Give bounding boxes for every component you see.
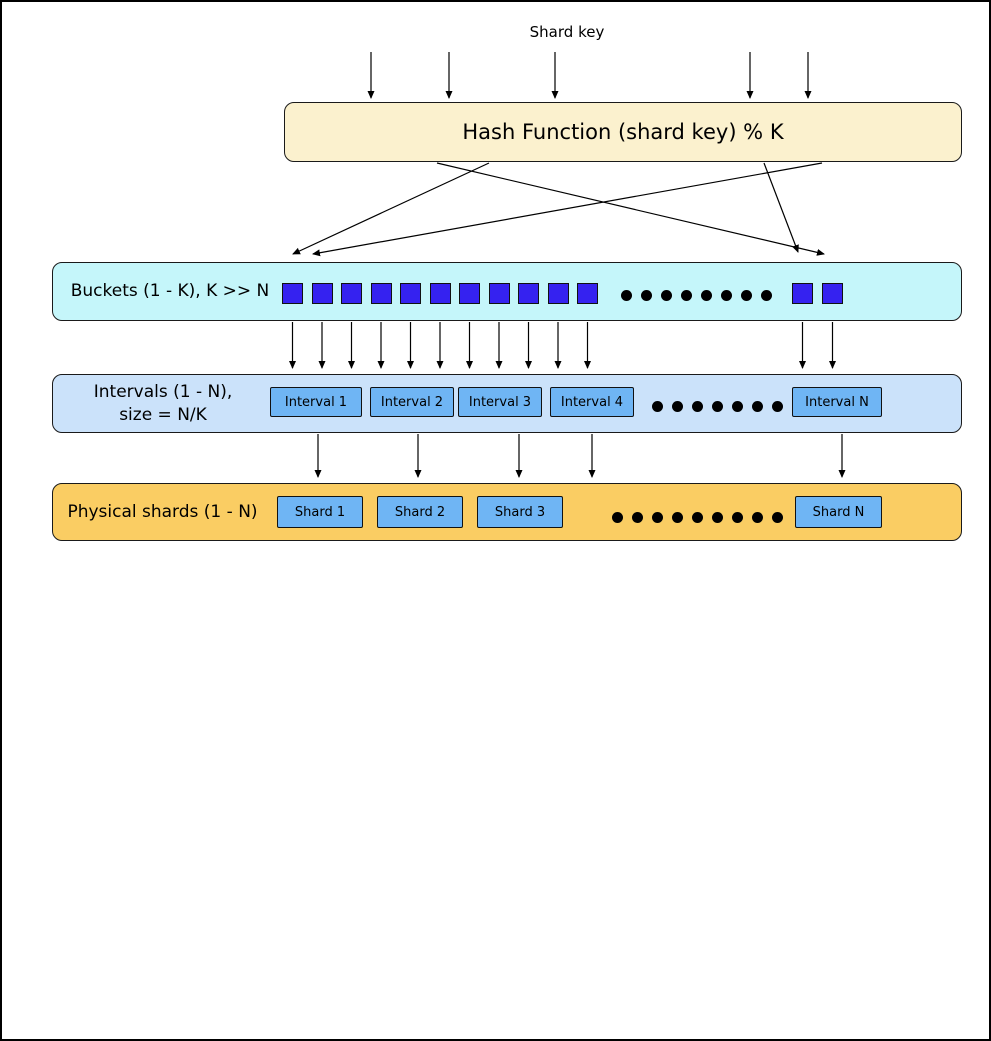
intervals-ellipsis-dot (731, 401, 743, 412)
shards-ellipsis-dot (631, 512, 643, 523)
interval-chip: Interval 3 (458, 387, 542, 417)
intervals-ellipsis-dot (751, 401, 763, 412)
shards-ellipsis-dot (611, 512, 623, 523)
shards-ellipsis-dot (691, 512, 703, 523)
arrow-hash-to-buckets (763, 162, 799, 253)
bucket-square (792, 283, 813, 304)
shards-ellipsis-dot (771, 512, 783, 523)
bucket-square (400, 283, 421, 304)
buckets-ellipsis-dot (660, 290, 672, 301)
buckets-ellipsis-dot (760, 290, 772, 301)
shard-chip: Shard 1 (277, 496, 363, 528)
bucket-square (429, 283, 451, 304)
interval-chip: Interval 4 (550, 387, 634, 417)
bucket-square (577, 283, 598, 304)
bucket-square (518, 283, 539, 304)
buckets-ellipsis-dot (700, 290, 712, 301)
arrow-hash-to-buckets (436, 162, 825, 256)
intervals-label-line1: Intervals (1 - N), (93, 382, 233, 403)
hash-function-box: Hash Function (shard key) % K (284, 102, 962, 162)
intervals-ellipsis-dot (671, 401, 683, 412)
bucket-square (822, 283, 843, 304)
intervals-ellipsis-dot (711, 401, 723, 412)
shards-ellipsis-dot (651, 512, 663, 523)
interval-chip: Interval 2 (370, 387, 454, 417)
buckets-ellipsis-dot (720, 290, 732, 301)
shard-chip: Shard 3 (477, 496, 563, 528)
shards-label-text: Physical shards (1 - N) (67, 501, 258, 522)
intervals-label-line2: size = N/K (119, 404, 207, 425)
bucket-square (341, 283, 362, 304)
shard-chip: Shard N (795, 496, 882, 528)
interval-chip: Interval N (792, 387, 882, 417)
buckets-label: Buckets (1 - K), K >> N (64, 262, 276, 321)
intervals-ellipsis-dot (771, 401, 783, 412)
buckets-ellipsis-dot (680, 290, 692, 301)
hash-function-label: Hash Function (shard key) % K (462, 120, 784, 144)
bucket-square (311, 283, 333, 304)
shards-ellipsis-dot (731, 512, 743, 523)
intervals-label: Intervals (1 - N), size = N/K (57, 374, 269, 433)
intervals-ellipsis-dot (691, 401, 703, 412)
bucket-square (488, 283, 510, 304)
shards-ellipsis-dot (711, 512, 723, 523)
buckets-ellipsis-dot (620, 290, 632, 301)
shard-key-label: Shard key (529, 23, 605, 41)
intervals-ellipsis-dot (651, 401, 663, 412)
bucket-square (282, 283, 303, 304)
bucket-square (370, 283, 392, 304)
bucket-square (547, 283, 569, 304)
shards-label: Physical shards (1 - N) (60, 483, 265, 541)
buckets-ellipsis-dot (640, 290, 652, 301)
interval-chip: Interval 1 (270, 387, 362, 417)
shards-ellipsis-dot (671, 512, 683, 523)
shards-ellipsis-dot (751, 512, 763, 523)
arrow-hash-to-buckets (312, 162, 823, 257)
buckets-ellipsis-dot (740, 290, 752, 301)
arrow-hash-to-buckets (292, 162, 490, 255)
shard-chip: Shard 2 (377, 496, 463, 528)
buckets-label-text: Buckets (1 - K), K >> N (70, 281, 270, 302)
bucket-square (459, 283, 480, 304)
